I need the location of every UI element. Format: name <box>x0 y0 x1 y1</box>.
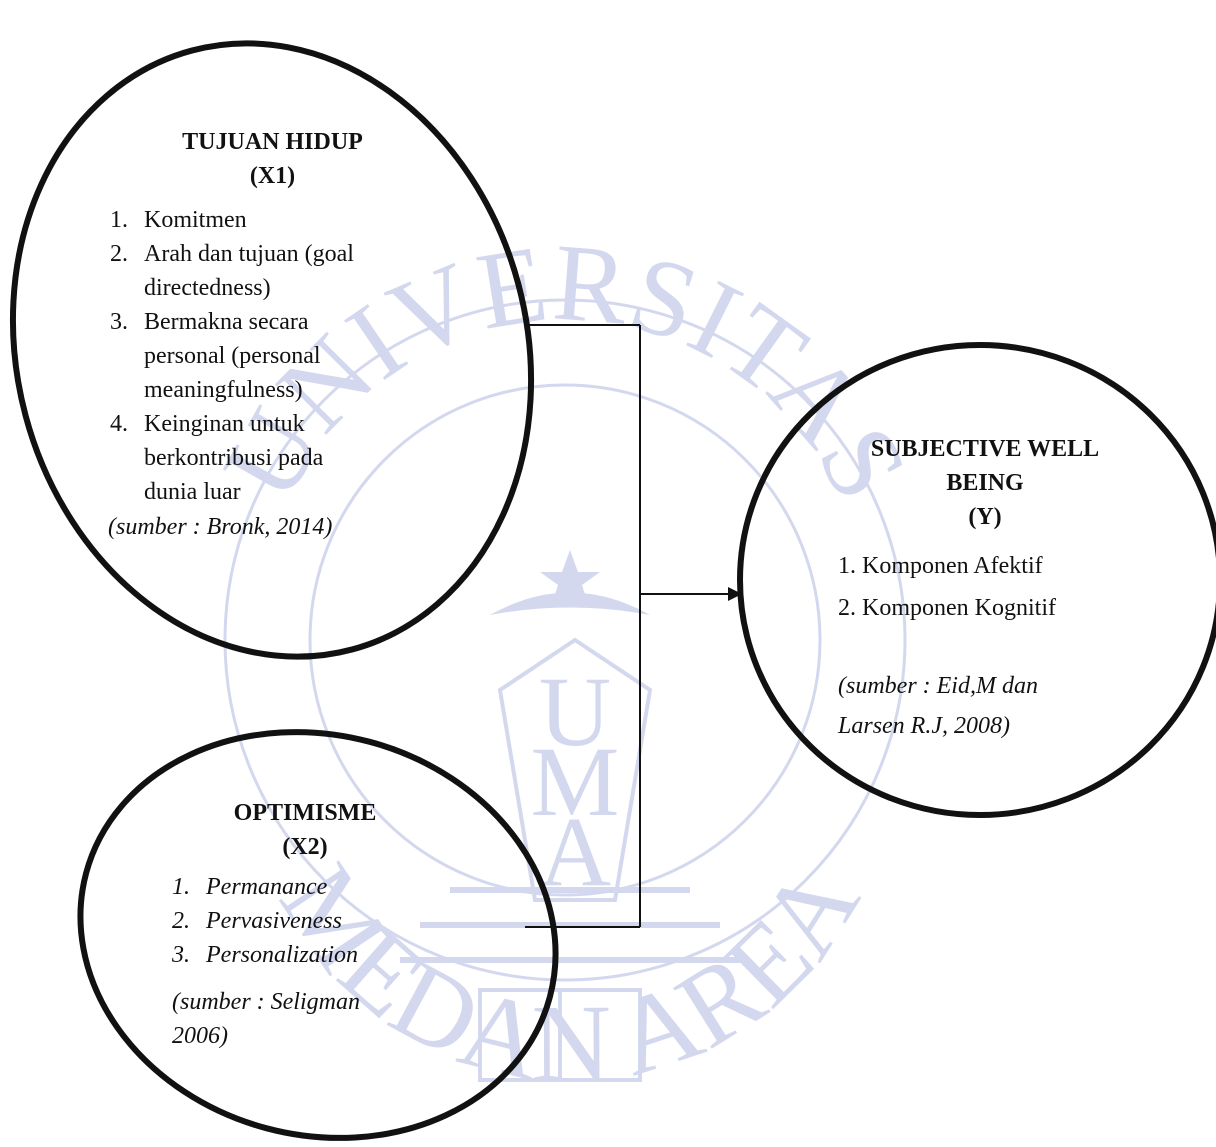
y-item-1: 1. Komponen Afektif <box>838 553 1043 579</box>
y-title-line3: (Y) <box>968 504 1002 530</box>
ellipse-y <box>737 342 1216 818</box>
y-list: 1. Komponen Afektif 2. Komponen Kognitif <box>838 545 1056 629</box>
x2-item-2: 2.Pervasiveness <box>172 908 342 934</box>
x2-title: OPTIMISME (X2) <box>190 796 420 864</box>
x1-title: TUJUAN HIDUP (X1) <box>105 125 440 193</box>
x2-item-3: 3.Personalization <box>172 942 359 968</box>
watermark-shield-letter-m: M <box>531 726 620 837</box>
ellipse-x1 <box>9 40 535 660</box>
watermark-shield-letter-a: A <box>539 796 611 907</box>
x2-title-line1: OPTIMISME <box>233 800 377 826</box>
x2-source: (sumber : Seligman 2006) <box>172 985 360 1053</box>
x1-item-1: 1.Komitmen <box>110 207 247 233</box>
x2-list: 1.Permanance 2.Pervasiveness 3.Personali… <box>172 870 432 972</box>
y-title: SUBJECTIVE WELL BEING (Y) <box>820 432 1150 534</box>
watermark-ring <box>223 298 907 982</box>
y-title-line2: BEING <box>946 470 1024 496</box>
y-source-line2: Larsen R.J, 2008) <box>838 713 1010 739</box>
y-source: (sumber : Eid,M dan Larsen R.J, 2008) <box>838 666 1038 746</box>
ellipse-x2 <box>77 729 559 1141</box>
y-title-line1: SUBJECTIVE WELL <box>870 436 1100 462</box>
x1-title-line1: TUJUAN HIDUP <box>182 129 363 155</box>
x2-source-line1: (sumber : Seligman <box>172 989 360 1015</box>
y-source-line1: (sumber : Eid,M dan <box>838 673 1038 699</box>
watermark-shield-letter-u: U <box>539 656 611 767</box>
watermark-emblem <box>400 550 740 1082</box>
x2-source-line2: 2006) <box>172 1023 228 1049</box>
x1-source: (sumber : Bronk, 2014) <box>108 514 333 540</box>
y-item-2: 2. Komponen Kognitif <box>838 595 1056 621</box>
x2-title-line2: (X2) <box>282 834 328 860</box>
x2-item-1: 1.Permanance <box>172 874 328 900</box>
x1-title-line2: (X1) <box>249 163 296 189</box>
